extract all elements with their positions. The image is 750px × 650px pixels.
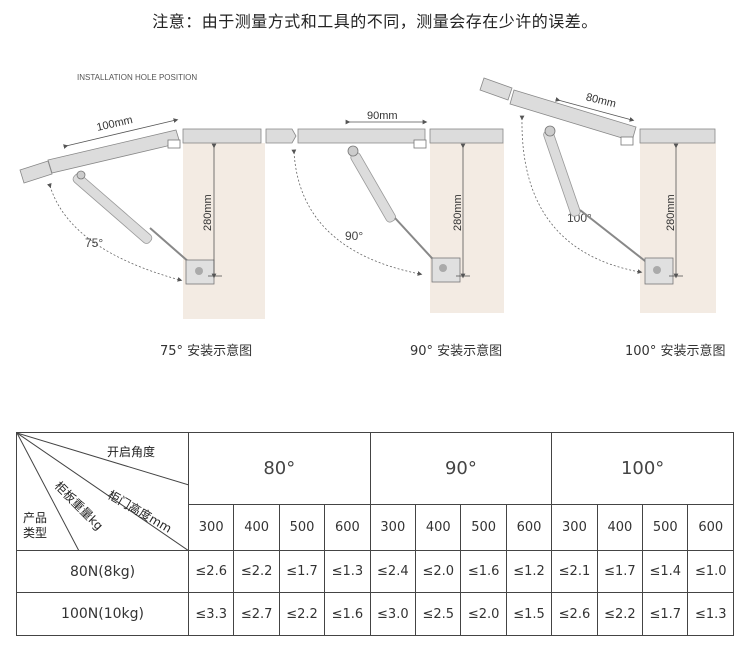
swing-arc xyxy=(519,115,643,274)
height-header: 300 xyxy=(551,504,598,551)
pivot xyxy=(347,145,359,157)
swing-arc xyxy=(46,182,183,282)
table-row: 100N(10kg) ≤3.3 ≤2.7 ≤2.2 ≤1.6 ≤3.0 ≤2.5… xyxy=(16,592,734,636)
table-cell: ≤1.6 xyxy=(460,550,507,593)
height-header: 400 xyxy=(415,504,462,551)
table-cell: ≤1.7 xyxy=(642,592,689,636)
width-dim xyxy=(555,97,635,122)
table-cell: ≤1.7 xyxy=(278,550,326,593)
table-cell: ≤1.3 xyxy=(687,592,734,636)
pivot xyxy=(76,170,86,180)
bracket-pivot xyxy=(195,267,203,275)
width-label: 80mm xyxy=(585,91,618,110)
height-label: 280mm xyxy=(665,194,677,231)
bracket-pivot xyxy=(653,266,661,274)
bracket-pivot xyxy=(439,264,447,272)
height-header: 600 xyxy=(505,504,553,551)
table-cell: ≤1.2 xyxy=(505,550,553,593)
caption-75: 75° 安装示意图 xyxy=(160,344,253,359)
cabinet-top xyxy=(182,128,262,144)
table-cell: ≤1.3 xyxy=(324,550,371,593)
height-header: 500 xyxy=(460,504,507,551)
table-row: 80N(8kg) ≤2.6 ≤2.2 ≤1.7 ≤1.3 ≤2.4 ≤2.0 ≤… xyxy=(16,550,734,593)
diagram-90: 90° 90mm 280mm xyxy=(265,110,504,313)
table-cell: ≤2.4 xyxy=(369,550,417,593)
height-header: 600 xyxy=(324,504,371,551)
diagram-heading: INSTALLATION HOLE POSITION xyxy=(77,73,197,82)
cabinet-side xyxy=(183,143,265,319)
height-header: 500 xyxy=(278,504,326,551)
door-edge xyxy=(265,128,297,144)
height-header: 400 xyxy=(233,504,280,551)
door-edge xyxy=(479,77,513,101)
header-row-angles: 开启角度 柜门高度mm 柜板重量kg 产品类型 80° 90° 100° xyxy=(16,432,734,551)
table-cell: ≤2.2 xyxy=(278,592,326,636)
notice-text: 注意：由于测量方式和工具的不同，测量会存在少许的误差。 xyxy=(152,12,598,31)
height-header: 500 xyxy=(642,504,689,551)
table-cell: ≤2.1 xyxy=(551,550,598,593)
angle-label: 75° xyxy=(85,236,103,250)
table-cell: ≤1.7 xyxy=(596,550,644,593)
table-cell: ≤3.0 xyxy=(369,592,417,636)
table-cell: ≤3.3 xyxy=(187,592,235,636)
table-cell: ≤1.6 xyxy=(324,592,371,636)
corner-product-type: 产品类型 xyxy=(23,511,48,540)
gas-strut xyxy=(72,173,153,244)
cabinet-top xyxy=(639,128,716,144)
spec-table: 开启角度 柜门高度mm 柜板重量kg 产品类型 80° 90° 100° 300… xyxy=(16,432,734,636)
height-header: 300 xyxy=(369,504,417,551)
row-label: 80N(8kg) xyxy=(16,550,189,593)
table-cell: ≤2.2 xyxy=(233,550,280,593)
table-cell: ≤1.0 xyxy=(687,550,734,593)
angle-header: 90° xyxy=(369,432,553,505)
gas-strut xyxy=(350,152,396,223)
installation-diagrams: INSTALLATION HOLE POSITION 75° 100mm 280… xyxy=(19,73,716,319)
table-cell: ≤2.5 xyxy=(415,592,462,636)
pivot xyxy=(544,125,556,137)
diagram-75: 75° 100mm 280mm xyxy=(19,114,265,319)
caption-100: 100° 安装示意图 xyxy=(625,344,726,359)
door-panel xyxy=(47,129,181,174)
height-header: 600 xyxy=(687,504,734,551)
corner-opening-angle: 开启角度 xyxy=(107,445,156,459)
height-label: 280mm xyxy=(452,194,464,231)
angle-label: 90° xyxy=(345,229,363,243)
table-cell: ≤2.0 xyxy=(415,550,462,593)
table-cell: ≤2.7 xyxy=(233,592,280,636)
door-edge xyxy=(19,160,53,184)
angle-header: 80° xyxy=(188,432,371,505)
gas-strut xyxy=(543,129,581,217)
table-cell: ≤1.5 xyxy=(505,592,553,636)
cabinet-side xyxy=(640,143,716,313)
height-label: 280mm xyxy=(202,194,214,231)
hinge xyxy=(620,136,634,146)
hinge xyxy=(413,139,427,149)
table-cell: ≤2.2 xyxy=(596,592,644,636)
table-cell: ≤2.6 xyxy=(551,592,598,636)
table-cell: ≤2.0 xyxy=(460,592,507,636)
cabinet-top xyxy=(429,128,504,144)
caption-90: 90° 安装示意图 xyxy=(410,344,503,359)
door-panel xyxy=(509,89,637,142)
angle-header: 100° xyxy=(551,432,734,505)
row-label: 100N(10kg) xyxy=(16,592,189,636)
diagram-100: 100° 80mm 280mm xyxy=(479,77,716,313)
header-corner: 开启角度 柜门高度mm 柜板重量kg 产品类型 xyxy=(16,432,189,551)
hinge xyxy=(167,139,181,149)
swing-arc xyxy=(291,149,423,276)
width-label: 90mm xyxy=(367,110,398,122)
height-header: 300 xyxy=(187,504,235,551)
width-dim xyxy=(63,118,179,149)
corner-diagonals xyxy=(17,433,189,551)
table-cell: ≤2.6 xyxy=(187,550,235,593)
height-header: 400 xyxy=(596,504,644,551)
cabinet-side xyxy=(430,143,504,313)
strut-rod xyxy=(579,209,655,269)
table-cell: ≤1.4 xyxy=(642,550,689,593)
door-panel xyxy=(297,128,426,144)
